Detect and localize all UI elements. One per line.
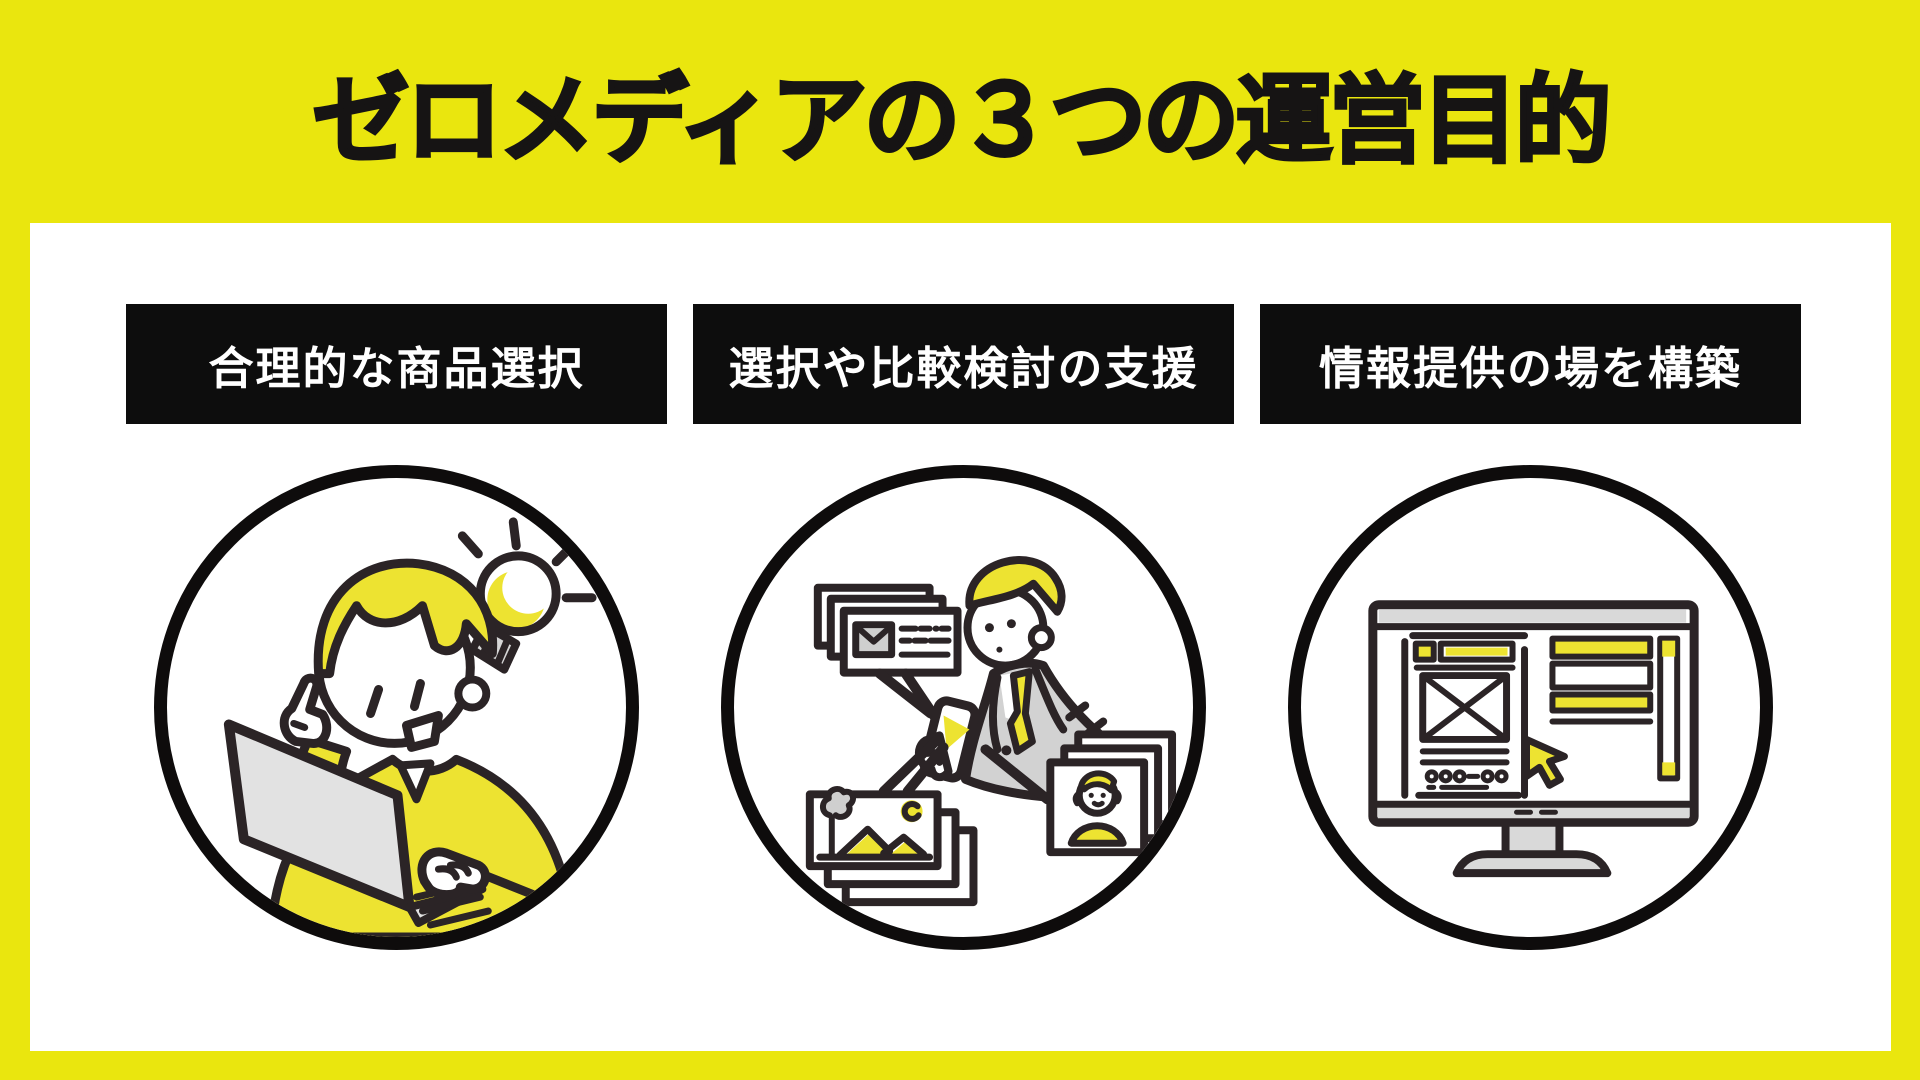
section-label: 選択や比較検討の支援 bbox=[728, 342, 1199, 394]
page-title: ゼロメディアの３つの運営目的 bbox=[311, 65, 1613, 177]
content-card: 合理的な商品選択 bbox=[30, 223, 1891, 1051]
illustration-circle bbox=[721, 465, 1206, 950]
webpage-wireframe bbox=[1401, 632, 1654, 799]
section-comparison-support: 選択や比較検討の支援 bbox=[693, 304, 1234, 950]
photo-card-stack bbox=[805, 735, 978, 907]
section-label-bar: 選択や比較検討の支援 bbox=[693, 304, 1234, 424]
mountain-icon bbox=[836, 825, 894, 859]
desktop-monitor bbox=[1368, 600, 1699, 878]
mail-card-stack bbox=[813, 583, 962, 725]
necktie bbox=[1006, 668, 1036, 755]
illustration-circle bbox=[154, 465, 639, 950]
section-label-bar: 情報提供の場を構築 bbox=[1260, 304, 1801, 424]
cursor-arrow-icon bbox=[1523, 735, 1568, 789]
scrollbar bbox=[1657, 635, 1681, 782]
section-information-platform: 情報提供の場を構築 bbox=[1260, 304, 1801, 950]
illustration-circle bbox=[1288, 465, 1773, 950]
section-rational-selection: 合理的な商品選択 bbox=[126, 304, 667, 950]
section-label-bar: 合理的な商品選択 bbox=[126, 304, 667, 424]
header: ゼロメディアの３つの運営目的 bbox=[0, 0, 1920, 223]
monitor-base bbox=[1452, 850, 1612, 878]
person-comparing-media-cards-icon bbox=[805, 556, 1177, 907]
laptop bbox=[223, 719, 599, 929]
section-label: 合理的な商品選択 bbox=[208, 342, 585, 394]
profile-card-stack bbox=[1046, 730, 1177, 857]
columns: 合理的な商品選択 bbox=[126, 304, 1801, 950]
person-head bbox=[313, 558, 498, 752]
person-with-idea-at-laptop-icon bbox=[223, 517, 599, 937]
website-wireframe-on-monitor-icon bbox=[1368, 600, 1699, 878]
logo-block bbox=[1412, 640, 1437, 663]
typing-hand bbox=[417, 847, 490, 900]
avatar-hair bbox=[1078, 770, 1118, 794]
section-label: 情報提供の場を構築 bbox=[1318, 342, 1742, 394]
avatar-shirt bbox=[1067, 822, 1127, 847]
tree-icon bbox=[819, 786, 856, 820]
